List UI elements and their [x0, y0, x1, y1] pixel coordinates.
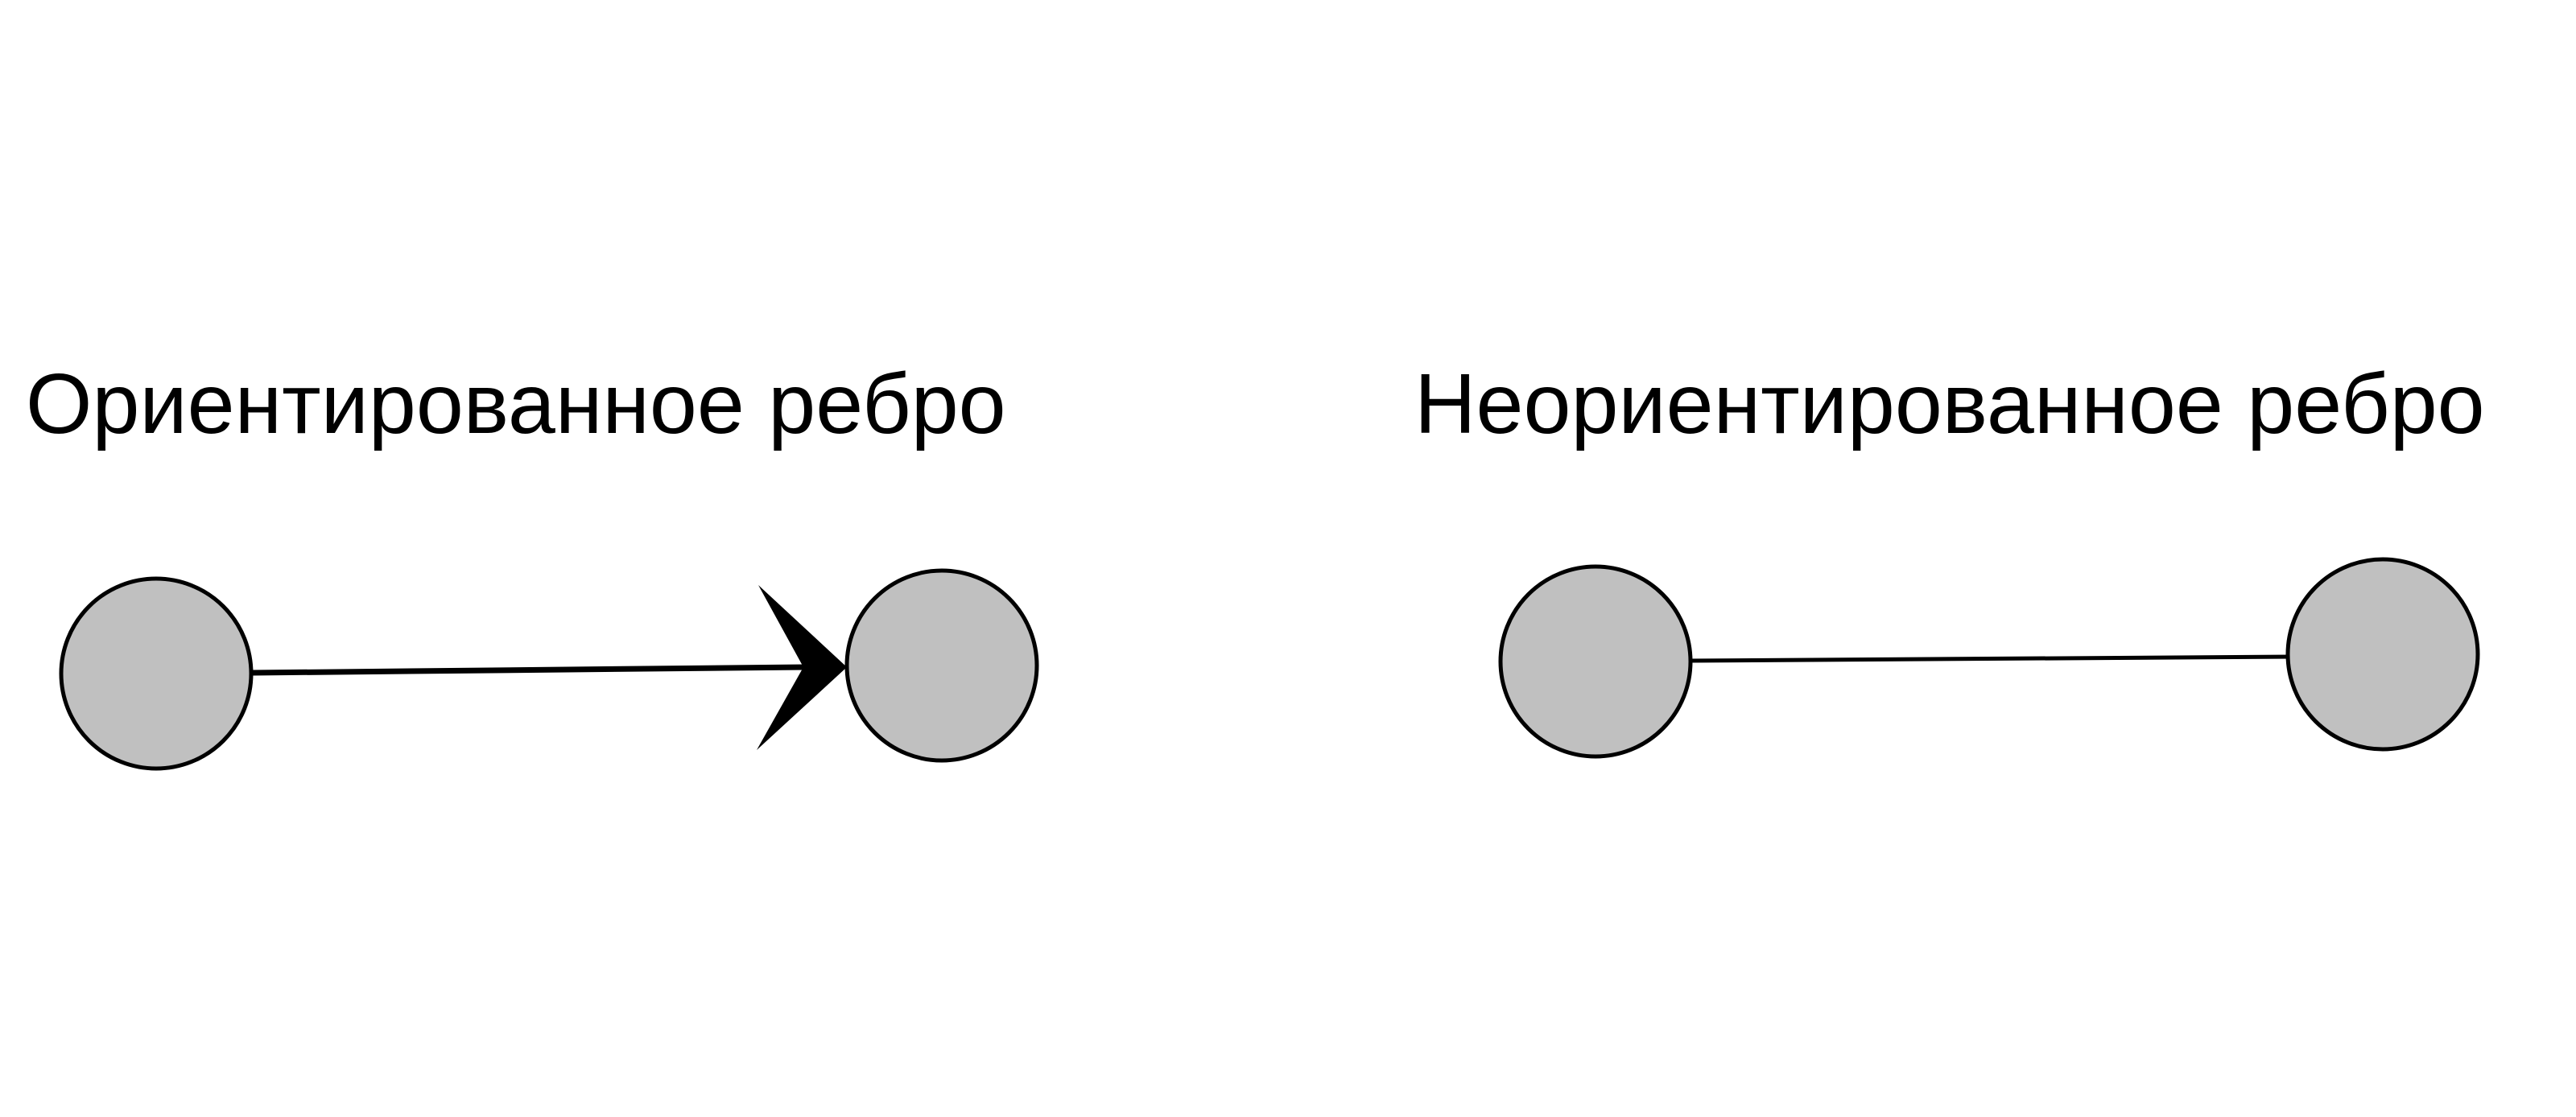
directed-edge-group: Ориентированное ребро [26, 357, 1039, 771]
undirected-edge-line [1690, 654, 2295, 663]
undirected-edge-caption: Неориентированное ребро [1414, 357, 2485, 451]
directed-source-node [59, 576, 254, 771]
undirected-right-node [2285, 557, 2480, 752]
undirected-left-node [1498, 564, 1693, 759]
directed-target-node [844, 568, 1039, 763]
directed-edge-line [252, 664, 806, 676]
directed-edge-caption: Ориентированное ребро [26, 357, 1006, 451]
directed-edge-arrowhead [757, 585, 847, 750]
undirected-edge-group: Неориентированное ребро [1414, 357, 2485, 759]
